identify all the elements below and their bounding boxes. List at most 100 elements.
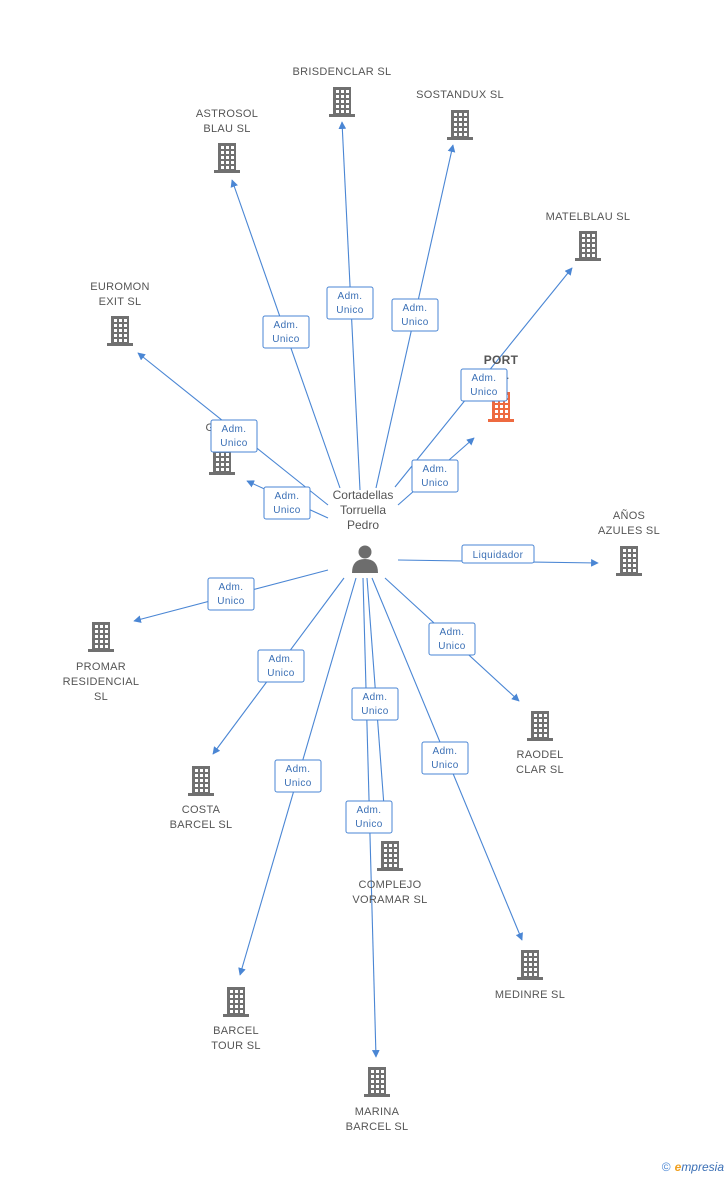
building-icon[interactable] [329, 87, 355, 117]
edge-role-text: Unico [421, 478, 449, 489]
company-name-anos-line-1: AZULES SL [598, 525, 660, 537]
edge-label-promar[interactable]: Adm.Unico [207, 577, 255, 611]
building-icon[interactable] [214, 143, 240, 173]
edge-label-raodel[interactable]: Adm. Unico [428, 622, 476, 656]
edge-label-box [460, 368, 508, 402]
company-name-medinre-line-0: MEDINRE SL [495, 989, 565, 1001]
company-name-barcel_tour-line-0: BARCEL [213, 1025, 259, 1037]
edge-label-complejo[interactable]: Adm.Unico [351, 687, 399, 721]
edge-label-box [351, 687, 399, 721]
edge-label-anos[interactable]: Liquidador [461, 544, 535, 564]
company-name-promar-line-2: SL [94, 691, 108, 703]
edge-role-text: Unico [355, 819, 383, 830]
edge-role-text: Adm. [472, 373, 497, 384]
building-icon[interactable] [517, 950, 543, 980]
company-node-medinre[interactable]: MEDINRE SL [495, 950, 565, 1001]
company-name-promar-line-1: RESIDENCIAL [63, 676, 140, 688]
edge-label-astrosol[interactable]: Adm.Unico [262, 315, 310, 349]
building-icon[interactable] [107, 316, 133, 346]
company-name-euromon-line-0: EUROMON [90, 281, 150, 293]
edge-label-sostandux[interactable]: Adm.Unico [391, 298, 439, 332]
building-icon[interactable] [223, 987, 249, 1017]
edge-label-brisdenclar[interactable]: Adm. Unico [326, 286, 374, 320]
company-name-astrosol-line-0: ASTROSOL [196, 108, 258, 120]
person-name-line-0: Cortadellas [333, 488, 394, 502]
company-node-astrosol[interactable]: ASTROSOL BLAU SL [196, 108, 258, 173]
building-icon[interactable] [575, 231, 601, 261]
company-name-costa-line-1: BARCEL SL [170, 819, 233, 831]
building-icon[interactable] [364, 1067, 390, 1097]
edge-label-euromon[interactable]: Adm.Unico [210, 419, 258, 453]
company-name-port-line-0: PORT [484, 353, 519, 367]
edge-role-text: Adm. [338, 291, 363, 302]
building-icon[interactable] [88, 622, 114, 652]
edge-label-box [326, 286, 374, 320]
building-icon[interactable] [527, 711, 553, 741]
company-node-brisdenclar[interactable]: BRISDENCLAR SL [293, 66, 392, 117]
company-name-complejo-line-1: VORAMAR SL [352, 894, 427, 906]
company-name-sostandux-line-0: SOSTANDUX SL [416, 89, 504, 101]
edge-label-box [207, 577, 255, 611]
person-icon[interactable] [352, 545, 378, 574]
edge-label-box [428, 622, 476, 656]
building-icon[interactable] [377, 841, 403, 871]
company-name-euromon-line-1: EXIT SL [99, 296, 142, 308]
edge-label-box [262, 315, 310, 349]
company-node-costa[interactable]: COSTA BARCEL SL [170, 766, 233, 831]
edge-role-text: Unico [438, 641, 466, 652]
edge-role-text: Adm. [275, 491, 300, 502]
edge-label-barcel_tour[interactable]: Adm.Unico [274, 759, 322, 793]
edge-label-box [421, 741, 469, 775]
company-name-complejo-line-0: COMPLEJO [359, 879, 422, 891]
company-name-matelblau-line-0: MATELBLAU SL [546, 211, 631, 223]
edge-label-port[interactable]: Adm. Unico [411, 459, 459, 493]
edge-label-costa[interactable]: Adm. Unico [257, 649, 305, 683]
edge-label-medinre[interactable]: Adm.Unico [421, 741, 469, 775]
edge-label-box [263, 486, 311, 520]
company-node-sostandux[interactable]: SOSTANDUX SL [416, 89, 504, 140]
company-node-complejo[interactable]: COMPLEJO VORAMAR SL [352, 841, 427, 906]
edge-role-text: Unico [470, 387, 498, 398]
company-name-astrosol-line-1: BLAU SL [203, 123, 250, 135]
edge-role-text: Adm. [269, 654, 294, 665]
edge-label-marina[interactable]: Adm. Unico [345, 800, 393, 834]
brand-logo-text: mpresia [681, 1160, 724, 1174]
edge-role-text: Unico [401, 317, 429, 328]
edge-role-text: Adm. [440, 627, 465, 638]
brand-logo-initial: e [674, 1160, 682, 1174]
edge-role-text: Unico [431, 760, 459, 771]
copyright-symbol: © [661, 1160, 671, 1174]
building-icon[interactable] [447, 110, 473, 140]
edge-label-box [411, 459, 459, 493]
edge-role-text: Unico [361, 706, 389, 717]
company-name-marina-line-1: BARCEL SL [346, 1121, 409, 1133]
edge-role-text: Unico [284, 778, 312, 789]
edge-role-text: Unico [220, 438, 248, 449]
person-name-line-2: Pedro [347, 518, 379, 532]
edge-role-text: Adm. [274, 320, 299, 331]
nodes-layer: BRISDENCLAR SL SOSTANDUX SL ASTROSOL BLAU S… [63, 66, 660, 1133]
building-icon[interactable] [616, 546, 642, 576]
edge-label-matelblau[interactable]: Adm. Unico [460, 368, 508, 402]
company-node-euromon[interactable]: EUROMON EXIT SL [90, 281, 150, 346]
footer-brand[interactable]: ©empresia [662, 1160, 724, 1174]
edge-role-text: Unico [336, 305, 364, 316]
person-name-line-1: Torruella [340, 503, 386, 517]
edge-role-text: Adm. [423, 464, 448, 475]
edge-label-grup[interactable]: Adm. Unico [263, 486, 311, 520]
company-node-matelblau[interactable]: MATELBLAU SL [546, 211, 631, 261]
edge-role-text: Adm. [357, 805, 382, 816]
edge-role-text: Unico [273, 505, 301, 516]
edge-label-box [391, 298, 439, 332]
building-icon[interactable] [188, 766, 214, 796]
company-name-costa-line-0: COSTA [182, 804, 221, 816]
edges-layer [133, 121, 599, 1058]
edge-role-text: Unico [267, 668, 295, 679]
